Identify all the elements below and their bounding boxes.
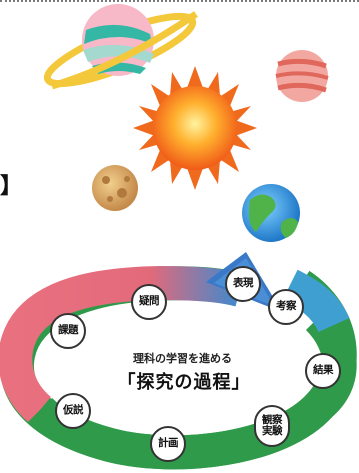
step-label: 仮説 (63, 404, 84, 417)
sun-icon (133, 66, 257, 190)
step-kousatsu: 考察 (268, 289, 304, 325)
step-label: 観察 実験 (262, 413, 283, 437)
step-kasetsu: 仮説 (55, 393, 91, 429)
step-kansatsu-jikken: 観察 実験 (254, 405, 290, 447)
ringed-planet-icon (43, 4, 198, 90)
step-label: 計画 (158, 437, 179, 450)
step-gimon: 疑問 (131, 284, 167, 320)
step-label: 疑問 (139, 295, 160, 308)
step-label: 課題 (58, 324, 79, 337)
moon-icon (92, 165, 138, 211)
step-hyougen: 表現 (225, 266, 261, 302)
step-label: 考察 (276, 300, 297, 313)
bracket-glyph: 】 (0, 174, 23, 199)
step-kadai: 課題 (50, 313, 86, 349)
cycle-subtitle: 理科の学習を進める (133, 352, 232, 365)
step-keikaku: 計画 (150, 426, 186, 462)
step-label: 表現 (233, 277, 254, 290)
dotted-top-border (0, 0, 359, 6)
cycle-title: 「探究の過程」 (117, 372, 251, 393)
step-kekka: 結果 (305, 353, 341, 389)
step-label: 結果 (313, 364, 334, 377)
earth-icon (242, 184, 300, 242)
striped-planet-icon (275, 50, 329, 102)
